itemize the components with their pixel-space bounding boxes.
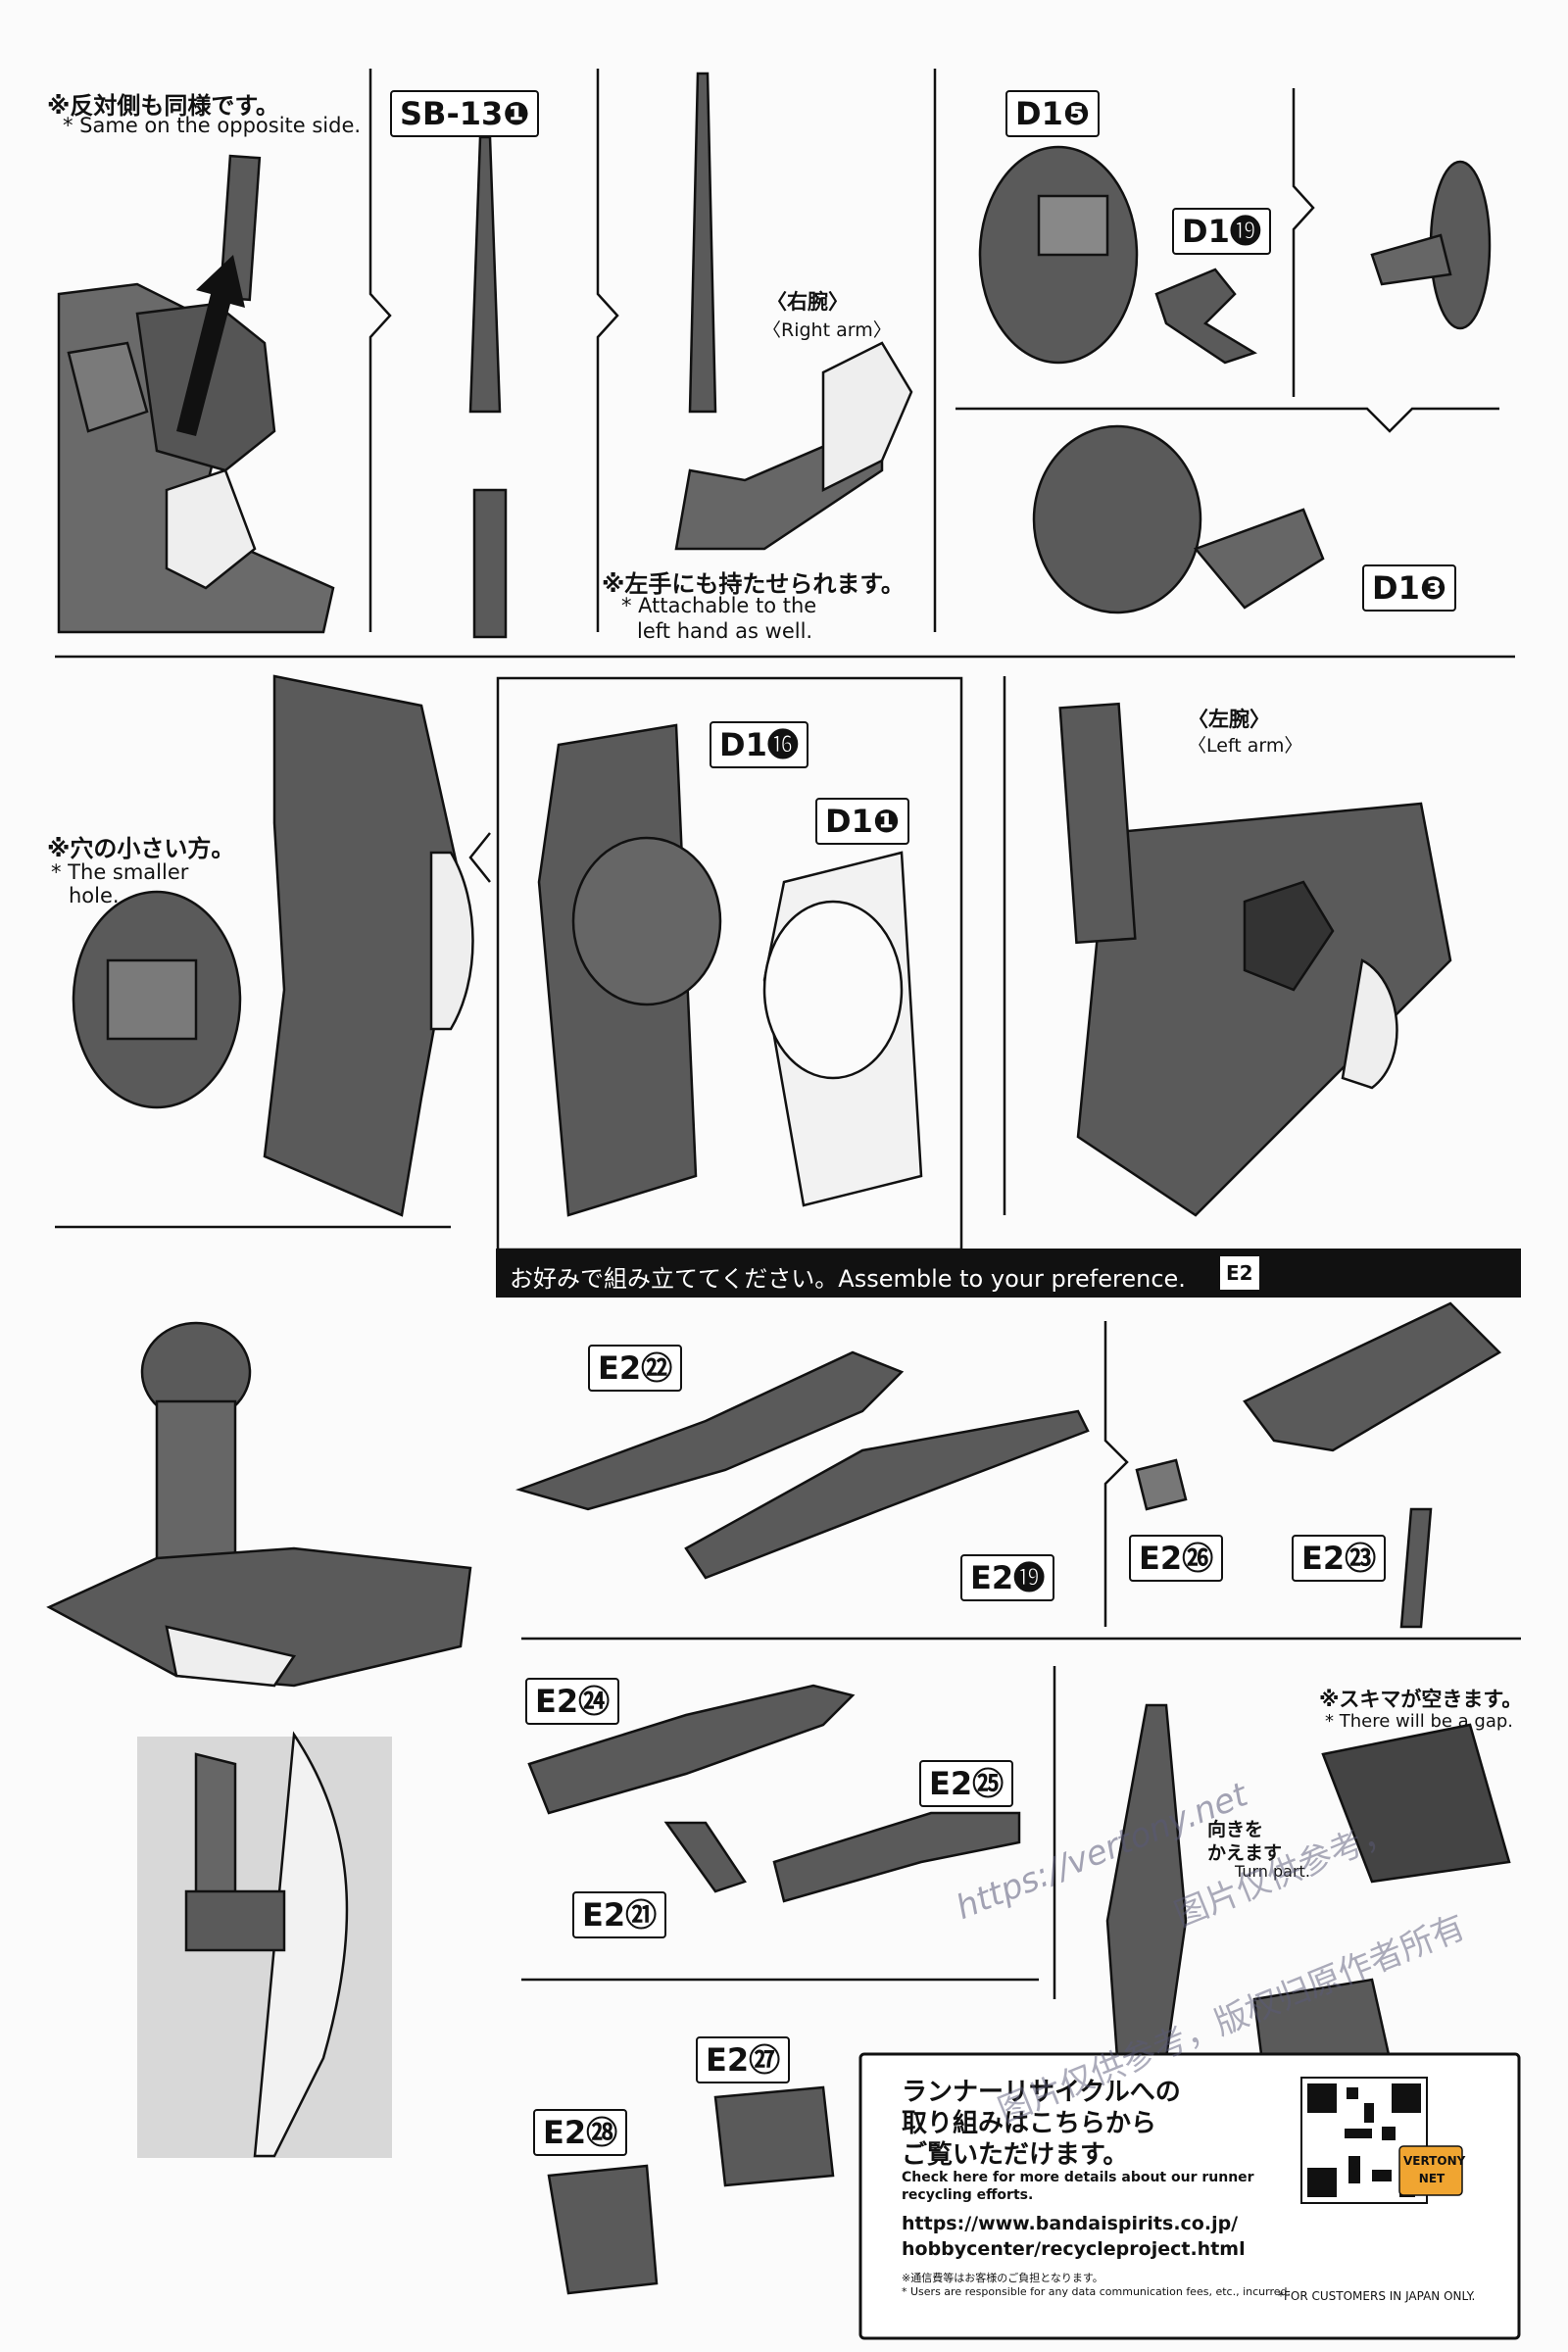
shoulder-illustration <box>57 154 335 634</box>
left-hand-note-jp: ※左手にも持たせられます。 <box>602 570 905 598</box>
japan-only-note: *FOR CUSTOMERS IN JAPAN ONLY. <box>1278 2289 1476 2303</box>
divider-1 <box>368 69 392 632</box>
part-label-d1-1: D1❶ <box>815 798 909 845</box>
recycle-jp-3: ご覧いただけます。 <box>902 2140 1129 2170</box>
recycle-en-1: Check here for more details about our ru… <box>902 2170 1254 2185</box>
arm-shield-assembly <box>46 1321 472 2158</box>
left-arm-en: 〈Left arm〉 <box>1188 735 1303 757</box>
rod-illustration <box>468 72 913 639</box>
part-label-e2-19: E2⓳ <box>960 1554 1055 1601</box>
smaller-hole-en-2: hole. <box>69 884 120 907</box>
assemble-preference-banner: お好みで組み立ててください。Assemble to your preferenc… <box>496 1249 1521 1298</box>
part-label-e2-26: E2㉖ <box>1129 1535 1224 1582</box>
smaller-hole-en-1: * The smaller <box>51 860 189 884</box>
vertony-badge-text: VERTONY NET <box>1403 2154 1466 2185</box>
divider-7 <box>1103 1321 1129 1627</box>
turn-note-en: Turn part. <box>1235 1862 1310 1881</box>
part-label-e2-27: E2㉗ <box>696 2036 791 2083</box>
vertony-badge <box>1398 2145 1463 2196</box>
part-label-e2-21: E2㉑ <box>572 1891 667 1938</box>
recycle-fine-jp: ※通信費等はお客様のご負担となります。 <box>902 2272 1103 2284</box>
d1-circle-parts <box>978 145 1492 614</box>
recycle-url-2[interactable]: hobbycenter/recycleproject.html <box>902 2238 1246 2260</box>
callout-pointer <box>468 832 491 883</box>
turn-note-jp-1: 向きを <box>1207 1819 1264 1840</box>
part-label-d1-3: D1❸ <box>1362 564 1456 612</box>
recycle-en-2: recycling efforts. <box>902 2187 1034 2203</box>
left-arm-jp: 〈左腕〉 <box>1188 708 1270 731</box>
right-arm-jp: 〈右腕〉 <box>766 290 849 314</box>
part-label-e2-24: E2㉔ <box>525 1678 620 1725</box>
part-label-d1-16: D1⓰ <box>710 721 808 768</box>
banner-runner-tag: E2 <box>1220 1256 1259 1290</box>
banner-text: お好みで組み立ててください。Assemble to your preferenc… <box>510 1265 1186 1293</box>
part-label-e2-22: E2㉒ <box>588 1345 683 1392</box>
smaller-hole-jp: ※穴の小さい方。 <box>47 835 235 862</box>
same-side-note-en: * Same on the opposite side. <box>63 114 362 137</box>
divider-2 <box>596 69 619 632</box>
same-side-note-jp: ※反対側も同様です。 <box>47 92 279 120</box>
part-label-sb13: SB-13❶ <box>390 90 540 137</box>
shield-parts <box>72 674 1452 1217</box>
gap-note-jp: ※スキマが空きます。 <box>1319 1688 1523 1711</box>
left-hand-note-en-1: * Attachable to the <box>621 594 817 617</box>
turn-note-jp-2: かえます <box>1207 1842 1283 1864</box>
recycle-jp-2: 取り組みはこちらから <box>902 2109 1157 2138</box>
gap-note-en: * There will be a gap. <box>1325 1711 1514 1732</box>
divider-4 <box>1292 88 1315 397</box>
part-label-e2-28: E2㉘ <box>533 2109 628 2156</box>
left-hand-note-en-2: left hand as well. <box>637 619 813 643</box>
recycle-fine-en: * Users are responsible for any data com… <box>902 2285 1291 2298</box>
divider-5 <box>956 407 1499 433</box>
part-label-d1-19: D1⓳ <box>1172 208 1271 255</box>
recycle-jp-1: ランナーリサイクルへの <box>902 2078 1181 2107</box>
part-label-e2-25: E2㉕ <box>919 1760 1014 1807</box>
right-arm-en: 〈Right arm〉 <box>762 319 892 341</box>
part-label-e2-23: E2㉓ <box>1292 1535 1387 1582</box>
part-label-d1-5: D1❺ <box>1005 90 1100 137</box>
recycle-url-1[interactable]: https://www.bandaispirits.co.jp/ <box>902 2213 1239 2234</box>
